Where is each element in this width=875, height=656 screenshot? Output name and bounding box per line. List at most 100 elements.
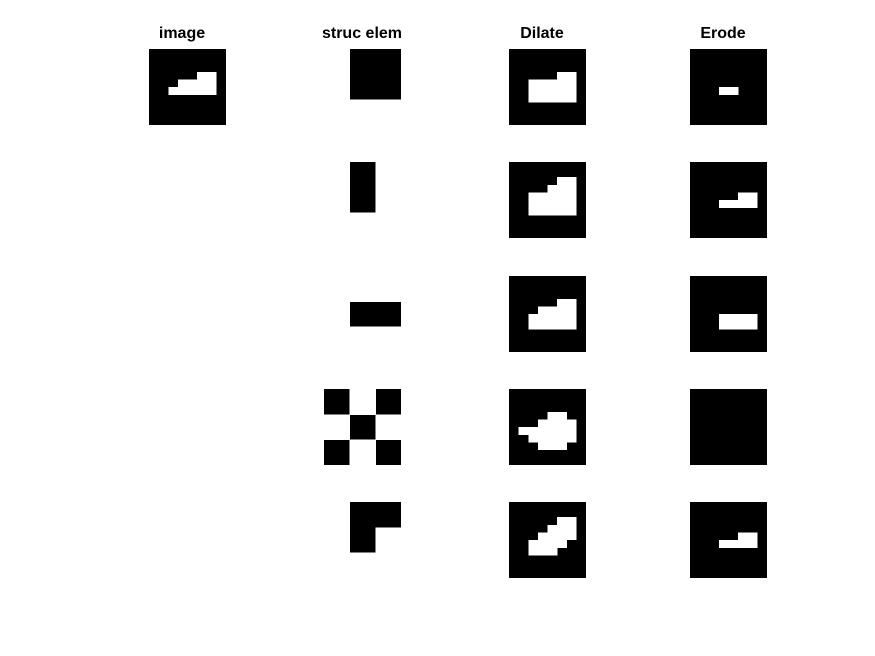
dilate-result-3-pixel — [528, 314, 539, 322]
erode-result-5-pixel — [718, 540, 729, 548]
struc-elem-2-pixel — [349, 212, 376, 238]
input-image-pixel — [206, 71, 217, 80]
struc-elem-3-pixel — [324, 326, 351, 352]
dilate-result-4 — [509, 389, 586, 465]
input-image-pixel — [168, 87, 179, 95]
dilate-result-4-pixel — [557, 434, 567, 443]
dilate-result-4-pixel — [528, 434, 539, 443]
dilate-result-2-pixel — [528, 200, 539, 208]
dilate-result-4-pixel — [547, 427, 558, 435]
erode-result-3-pixel — [728, 314, 739, 322]
dilate-result-3-pixel — [537, 314, 548, 322]
dilate-result-2 — [509, 162, 586, 238]
dilate-result-2-pixel — [537, 192, 548, 201]
erode-result-1-pixel — [718, 87, 729, 95]
dilate-result-1-pixel — [557, 79, 567, 88]
dilate-result-4-pixel — [557, 442, 567, 450]
struc-elem-3-pixel — [324, 301, 351, 328]
dilate-result-2-pixel — [557, 192, 567, 201]
erode-result-3-pixel — [738, 321, 748, 330]
dilate-result-2-pixel — [557, 177, 567, 185]
dilate-result-4-pixel — [547, 419, 558, 428]
dilate-result-5-pixel — [537, 532, 548, 541]
erode-result-5-pixel — [738, 532, 748, 541]
struc-elem-3-pixel — [375, 276, 401, 302]
title-erode: Erode — [700, 25, 746, 42]
struc-elem-1-pixel — [324, 74, 351, 101]
dilate-result-5 — [509, 502, 586, 578]
title-dilate: Dilate — [520, 25, 564, 42]
erode-result-3 — [690, 276, 767, 352]
struc-elem-2-pixel — [375, 212, 401, 238]
struc-elem-3-pixel — [324, 276, 351, 302]
dilate-result-2-pixel — [557, 207, 567, 216]
dilate-result-2-pixel — [566, 177, 577, 185]
title-image: image — [158, 25, 206, 42]
dilate-result-2-pixel — [547, 200, 558, 208]
erode-result-3-pixel — [747, 314, 758, 322]
struc-elem-2-pixel — [324, 162, 351, 188]
input-image — [149, 49, 226, 125]
dilate-result-1-pixel — [557, 94, 567, 103]
dilate-result-1-pixel — [547, 87, 558, 95]
struc-elem-4-pixel — [375, 414, 401, 441]
input-image-pixel — [197, 87, 207, 95]
dilate-result-4-pixel — [566, 434, 577, 443]
struc-elem-3-pixel — [349, 326, 376, 352]
dilate-result-2-pixel — [547, 192, 558, 201]
struc-elem-3 — [324, 276, 401, 352]
struc-elem-4-pixel — [349, 439, 376, 465]
dilate-result-5-pixel — [566, 524, 577, 533]
struc-elem-4-pixel — [349, 389, 376, 415]
dilate-result-4-pixel — [547, 411, 558, 420]
dilate-result-4-pixel — [528, 427, 539, 435]
dilate-result-2-pixel — [566, 207, 577, 216]
dilate-result-1-pixel — [537, 79, 548, 88]
struc-elem-5-pixel — [375, 552, 401, 578]
dilate-result-4-pixel — [566, 419, 577, 428]
dilate-result-1-pixel — [528, 94, 539, 103]
erode-result-5 — [690, 502, 767, 578]
dilate-result-4-pixel — [537, 419, 548, 428]
dilate-result-5-pixel — [537, 547, 548, 556]
dilate-result-4-pixel — [537, 442, 548, 450]
dilate-result-5-pixel — [557, 540, 567, 548]
dilate-result-1-pixel — [537, 94, 548, 103]
struc-elem-2-pixel — [375, 162, 401, 188]
dilate-result-4-pixel — [557, 411, 567, 420]
dilate-result-2-pixel — [537, 207, 548, 216]
struc-elem-1-pixel — [349, 99, 376, 125]
erode-result-2-pixel — [747, 192, 758, 201]
dilate-result-1-pixel — [528, 79, 539, 88]
dilate-result-3-pixel — [557, 298, 567, 307]
struc-elem-2-pixel — [324, 212, 351, 238]
dilate-result-2-pixel — [566, 192, 577, 201]
dilate-result-5-pixel — [528, 540, 539, 548]
dilate-result-2-pixel — [547, 207, 558, 216]
struc-elem-1-pixel — [324, 49, 351, 75]
erode-result-2 — [690, 162, 767, 238]
erode-result-5-pixel — [738, 540, 748, 548]
struc-elem-3-pixel — [349, 276, 376, 302]
input-image-pixel — [177, 87, 188, 95]
dilate-result-1 — [509, 49, 586, 125]
input-image-pixel — [197, 79, 207, 88]
dilate-result-4-pixel — [518, 427, 529, 435]
title-struc-elem: struc elem — [321, 25, 403, 42]
dilate-result-1-pixel — [566, 87, 577, 95]
dilate-result-3-pixel — [528, 321, 539, 330]
struc-elem-5-pixel — [375, 527, 401, 554]
struc-elem-5-pixel — [324, 527, 351, 554]
dilate-result-3-pixel — [547, 314, 558, 322]
dilate-result-4-pixel — [557, 419, 567, 428]
struc-elem-4 — [324, 389, 401, 465]
struc-elem-3-pixel — [375, 326, 401, 352]
dilate-result-2-pixel — [566, 184, 577, 193]
dilate-result-4-pixel — [537, 427, 548, 435]
dilate-result-1-pixel — [547, 94, 558, 103]
erode-result-2-pixel — [738, 192, 748, 201]
struc-elem-1-pixel — [375, 99, 401, 125]
dilate-result-5-pixel — [566, 532, 577, 541]
dilate-result-1-pixel — [566, 94, 577, 103]
erode-result-1-pixel — [728, 87, 739, 95]
